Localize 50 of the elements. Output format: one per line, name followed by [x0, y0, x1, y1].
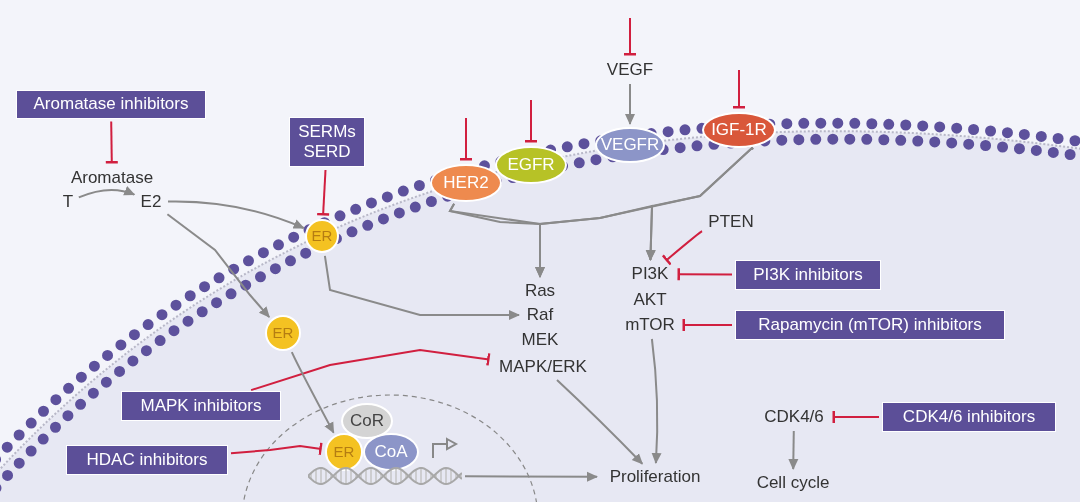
drug-label: HDAC inhibitors [66, 445, 228, 475]
molecule-label: CDK4/6 [759, 406, 829, 428]
drug-label: Rapamycin (mTOR) inhibitors [735, 310, 1005, 340]
inhibition-line [832, 411, 880, 423]
inhibition-line [624, 17, 636, 56]
arrow [77, 186, 136, 199]
arrow [788, 430, 799, 470]
molecule-label: AKT [628, 289, 672, 311]
inhibition-line [677, 268, 733, 281]
molecule-label: E2 [137, 191, 165, 213]
molecule-label: VEGF [605, 59, 655, 81]
drug-label: Aromatase inhibitors [16, 89, 206, 119]
molecule-label: PI3K [626, 263, 674, 285]
inhibition-line [661, 230, 704, 266]
arrow [323, 254, 520, 320]
inhibition-line [250, 349, 491, 392]
drug-label: CDK4/6 inhibitors [882, 402, 1056, 432]
molecule-label: PTEN [705, 211, 757, 233]
receptor-oval: IGF-1R [702, 112, 776, 148]
molecule-label: Proliferation [600, 466, 710, 488]
drug-label: MAPK inhibitors [121, 391, 281, 421]
inhibition-line [230, 442, 323, 455]
inhibition-line [682, 319, 733, 331]
inhibition-line [317, 169, 330, 216]
receptor-oval: EGFR [495, 146, 567, 184]
inhibition-line [460, 117, 472, 161]
arrow [650, 338, 662, 464]
arrow [167, 200, 305, 229]
molecule-label: T [60, 191, 76, 213]
arrow [556, 379, 644, 465]
molecule-label: MAPK/ERK [493, 356, 593, 378]
receptor-circle: ER [305, 219, 339, 253]
inhibition-line [105, 120, 118, 164]
molecule-label: mTOR [621, 314, 679, 336]
molecule-label: Ras [520, 280, 560, 302]
arrow [166, 213, 271, 319]
arrow [464, 471, 598, 482]
molecule-label: Cell cycle [753, 472, 833, 494]
molecule-label: Raf [522, 304, 558, 326]
arrow [625, 83, 635, 125]
drug-label: PI3K inhibitors [735, 260, 881, 290]
arrow [645, 146, 754, 261]
molecule-label: Aromatase [66, 167, 158, 189]
inhibition-line [733, 69, 745, 109]
molecule-label: MEK [519, 329, 561, 351]
inhibition-line [525, 99, 537, 143]
drug-label: SERMs SERD [289, 117, 365, 167]
arrow [290, 351, 335, 434]
receptor-oval: VEGFR [595, 127, 665, 163]
dna-helix-drawing [308, 465, 462, 487]
